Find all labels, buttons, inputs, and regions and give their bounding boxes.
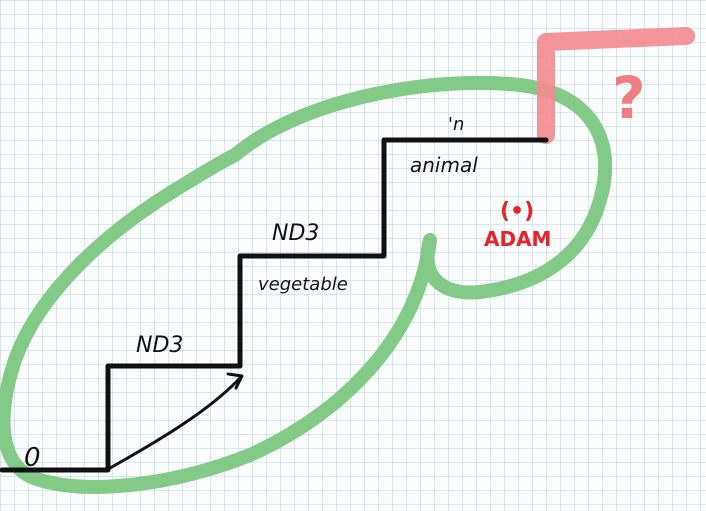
label-step3-top: 'n (448, 114, 464, 135)
black-staircase (0, 137, 549, 473)
label-step3-sub: animal (410, 153, 478, 177)
pink-next-step (537, 27, 695, 144)
label-question: ? (612, 64, 646, 132)
label-adam: ADAM (484, 227, 551, 251)
label-step1: ND3 (136, 333, 183, 358)
progress-arrow (108, 376, 242, 470)
label-step2: ND3 (272, 221, 319, 246)
arrow-head (226, 372, 244, 390)
label-adam-symbol: (•) (500, 199, 534, 224)
label-step2-sub: vegetable (258, 274, 348, 295)
label-start: 0 (24, 443, 41, 473)
